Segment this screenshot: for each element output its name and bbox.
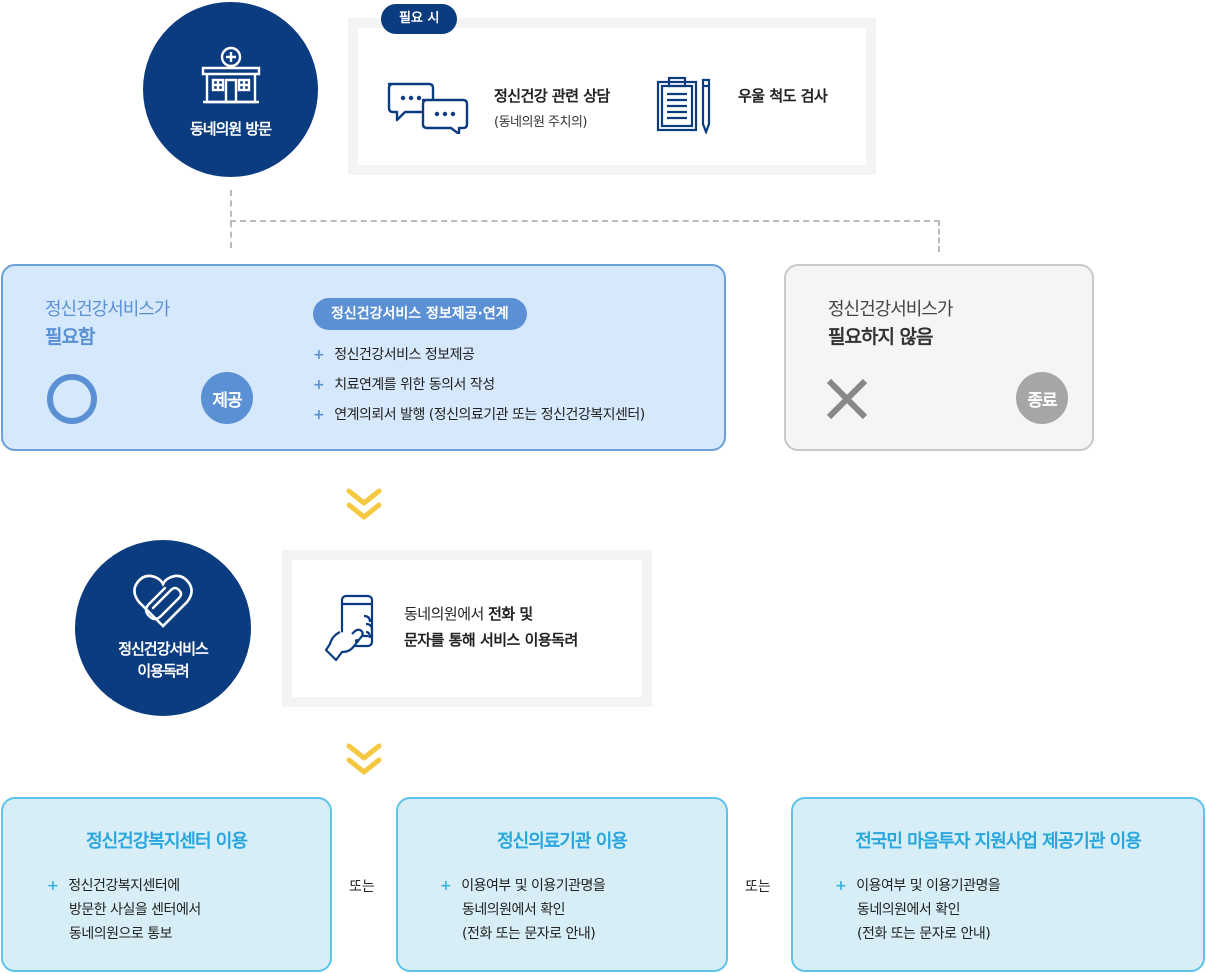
list-item: +정신건강서비스 정보제공 (313, 347, 475, 363)
encourage-line2: 이용독려 (137, 662, 189, 680)
provide-badge: 제공 (201, 372, 253, 424)
circle-o-icon (47, 374, 97, 424)
phone-hand-icon (324, 594, 374, 662)
option-title: 정신건강복지센터 이용 (86, 831, 248, 852)
depression-scale-title: 우울 척도 검사 (738, 87, 828, 105)
counseling-title: 정신건강 관련 상담 (494, 87, 610, 105)
needed-title-line1: 정신건강서비스가 (45, 299, 170, 320)
option-line: +이용여부 및 이용기관명을 (835, 878, 1001, 894)
clipboard-pencil-icon (656, 76, 711, 134)
clinic-visit-label: 동네의원 방문 (189, 119, 272, 138)
service-not-needed-box: 정신건강서비스가 필요하지 않음 종료 (784, 264, 1094, 451)
plus-icon: + (313, 407, 325, 423)
needed-title-line2: 필요함 (45, 326, 95, 348)
counseling-subtitle: (동네의원 주치의) (494, 115, 588, 130)
encourage-circle: 정신건강서비스 이용독려 (75, 540, 251, 716)
list-item: +연계의뢰서 발행 (정신의료기관 또는 정신건강복지센터) (313, 407, 645, 423)
option-line: 동네의원에서 확인 (462, 902, 566, 918)
option-line: 동네의원에서 확인 (857, 902, 961, 918)
plus-icon: + (440, 878, 452, 894)
list-item: +치료연계를 위한 동의서 작성 (313, 377, 495, 393)
chevron-down-icon (346, 488, 382, 520)
info-link-pill: 정신건강서비스 정보제공·연계 (313, 298, 527, 330)
option-line: +정신건강복지센터에 (47, 878, 180, 894)
option-line: 방문한 사실을 센터에서 (69, 902, 201, 918)
end-badge: 종료 (1016, 372, 1068, 424)
or-label: 또는 (349, 879, 375, 895)
plus-icon: + (313, 377, 325, 393)
option-box-hospital: 정신의료기관 이용 +이용여부 및 이용기관명을 동네의원에서 확인 (전화 또… (396, 797, 728, 972)
service-needed-box: 정신건강서비스가 필요함 제공 정신건강서비스 정보제공·연계 +정신건강서비스… (1, 264, 726, 451)
when-needed-tag: 필요 시 (381, 4, 458, 34)
encourage-line1: 정신건강서비스 (118, 640, 209, 658)
clinic-visit-circle: 동네의원 방문 (143, 2, 318, 177)
or-label: 또는 (745, 879, 771, 895)
not-needed-title-line1: 정신건강서비스가 (828, 299, 953, 320)
chat-bubbles-icon (387, 82, 469, 134)
option-line: (전화 또는 문자로 안내) (462, 926, 596, 942)
option-title: 전국민 마음투자 지원사업 제공기관 이용 (855, 831, 1142, 852)
plus-icon: + (47, 878, 59, 894)
step1-services-box (348, 18, 876, 175)
encourage-text-line2: 문자를 통해 서비스 이용독려 (404, 631, 578, 649)
plus-icon: + (835, 878, 847, 894)
connector-left (230, 190, 232, 248)
option-line: (전화 또는 문자로 안내) (857, 926, 991, 942)
heart-paperclip-icon (133, 574, 193, 628)
option-title: 정신의료기관 이용 (497, 831, 628, 852)
not-needed-title-line2: 필요하지 않음 (828, 326, 933, 348)
connector-horizontal (230, 220, 940, 222)
chevron-down-icon (346, 743, 382, 775)
encourage-text-line1: 동네의원에서 전화 및 (404, 605, 533, 623)
option-line: +이용여부 및 이용기관명을 (440, 878, 606, 894)
plus-icon: + (313, 347, 325, 363)
connector-right (938, 220, 940, 252)
x-icon (826, 378, 868, 420)
option-box-mind-investment: 전국민 마음투자 지원사업 제공기관 이용 +이용여부 및 이용기관명을 동네의… (791, 797, 1205, 972)
clinic-icon (201, 46, 260, 103)
option-box-center: 정신건강복지센터 이용 +정신건강복지센터에 방문한 사실을 센터에서 동네의원… (1, 797, 332, 972)
option-line: 동네의원으로 통보 (69, 926, 173, 942)
